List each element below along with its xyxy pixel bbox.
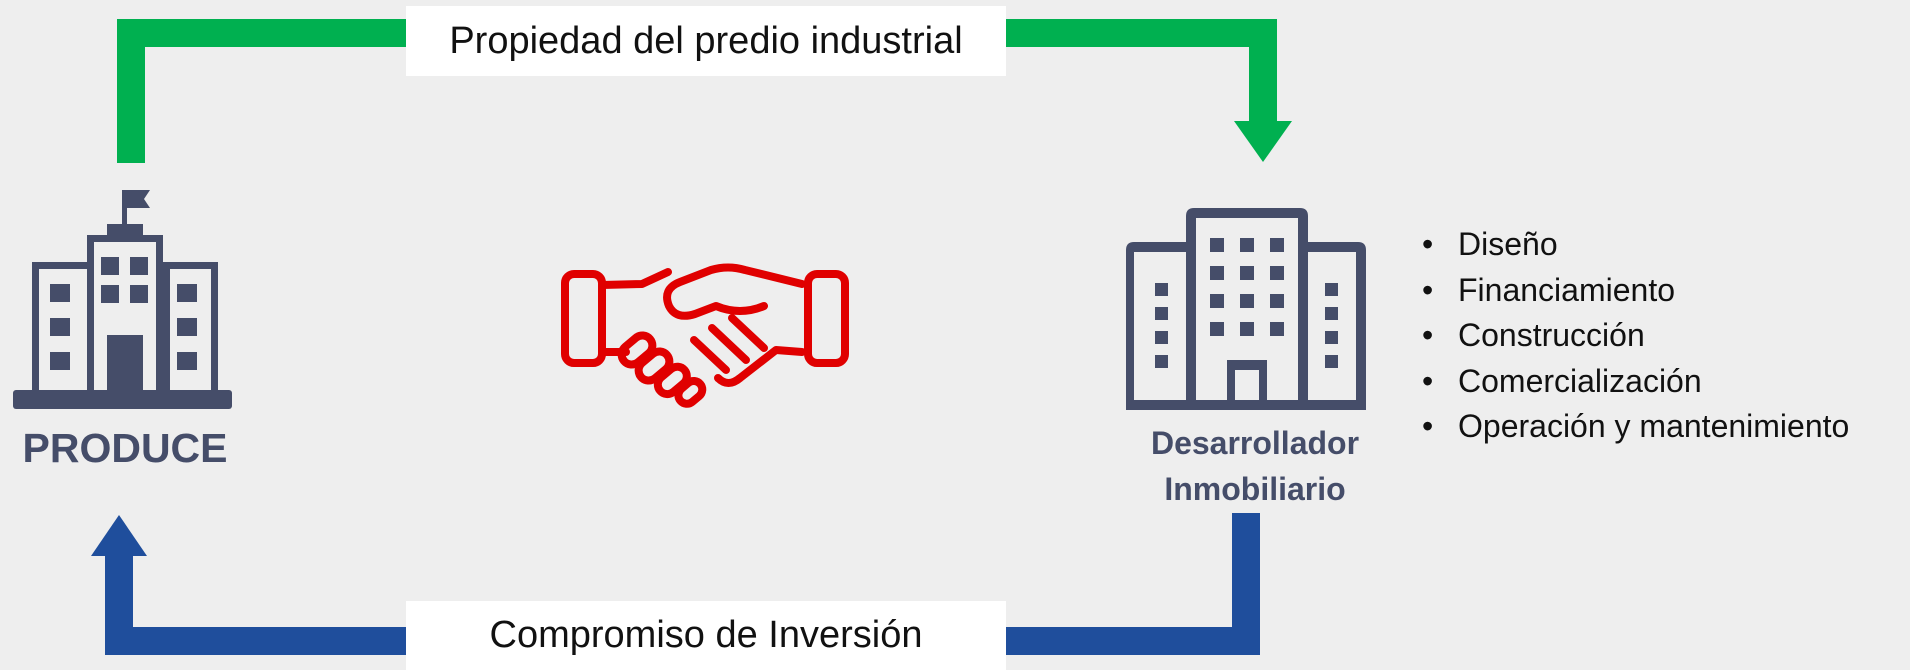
bottom-flow-label: Compromiso de Inversión (406, 601, 1006, 670)
service-item-label: Operación y mantenimiento (1458, 408, 1850, 444)
government-building-icon (13, 190, 232, 409)
developer-label: Desarrollador Inmobiliario (1120, 420, 1390, 512)
top-flow-label: Propiedad del predio industrial (406, 6, 1006, 76)
produce-label: PRODUCE (22, 425, 228, 471)
service-item-label: Financiamiento (1458, 271, 1675, 308)
developer-services-list: •Diseño •Financiamiento •Construcción •C… (1418, 222, 1849, 450)
service-item-label: Diseño (1458, 226, 1558, 262)
service-item: •Diseño (1422, 226, 1558, 262)
office-building-icon (1126, 208, 1366, 410)
developer-label-line2: Inmobiliario (1164, 471, 1346, 507)
service-item-label: Construcción (1458, 317, 1645, 353)
service-item: •Construcción (1422, 317, 1645, 353)
developer-label-line1: Desarrollador (1150, 425, 1360, 461)
service-item: •Operación y mantenimiento (1422, 408, 1850, 444)
service-item-label: Comercialización (1458, 362, 1702, 399)
handshake-icon (561, 263, 849, 408)
service-item: •Comercialización (1422, 362, 1702, 399)
service-item: •Financiamiento (1422, 271, 1675, 308)
